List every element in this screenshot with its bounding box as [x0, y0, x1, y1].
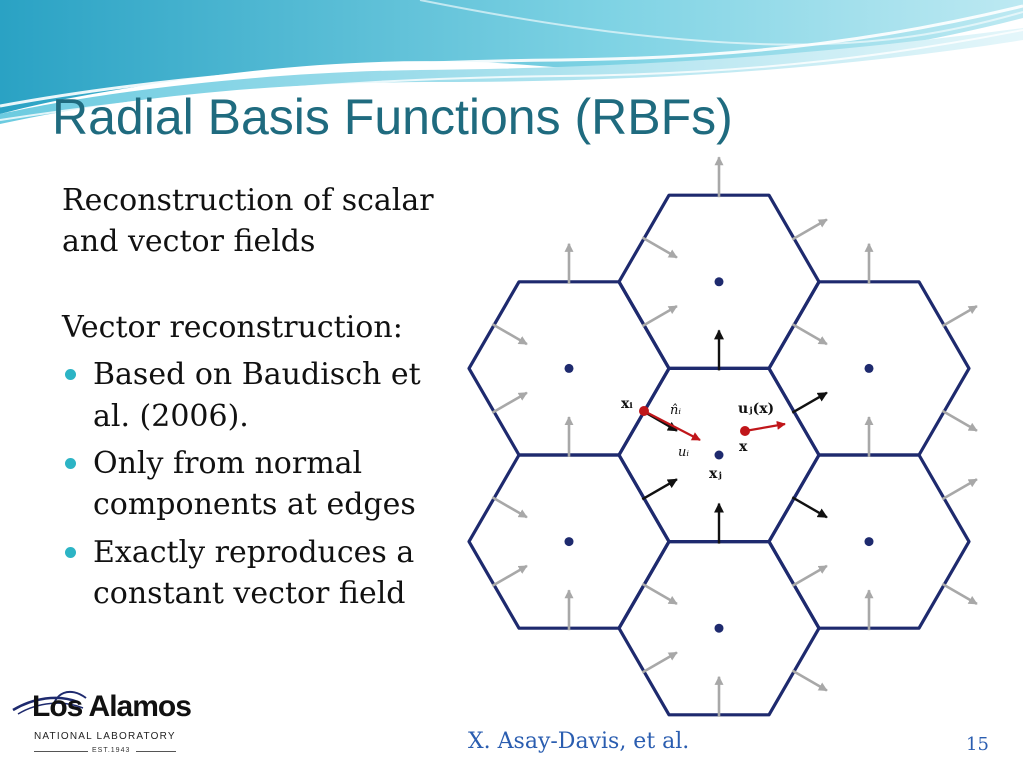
intro-paragraph: Reconstruction of scalar and vector fiel… [62, 183, 434, 260]
edge-normal-arrows [491, 156, 978, 717]
edge-normal-arrow-dark [791, 496, 828, 519]
edge-normal-arrow [491, 391, 528, 414]
edge-normal-arrow [641, 651, 678, 674]
edge-normal-arrow [941, 304, 978, 328]
edge-normal-arrow [491, 496, 528, 519]
page-number: 15 [966, 734, 989, 755]
logo-subtitle: NATIONAL LABORATORY [34, 731, 176, 742]
edge-normal-arrow [791, 218, 828, 241]
hexagon-cell [767, 453, 971, 630]
hexagonal-mesh-diagram: xᵢ n̂ᵢ uᵢ xⱼ uⱼ(x) x [467, 156, 978, 717]
label-x-i: xᵢ [621, 396, 633, 412]
edge-normal-arrow-dark [641, 478, 678, 501]
slide-title: Radial Basis Functions (RBFs) [52, 89, 733, 145]
logo-name: Los Alamos [32, 690, 192, 723]
point-xi-dot [639, 406, 649, 416]
edge-normal-arrow [791, 669, 828, 692]
edge-normal-arrow [641, 582, 678, 606]
cell-center-dot [714, 450, 724, 460]
cell-center-dot [714, 277, 724, 287]
label-x: x [739, 439, 748, 455]
logo-divider [136, 751, 176, 752]
edge-normal-arrow [791, 564, 828, 588]
cell-center-dot [864, 537, 874, 547]
edge-normal-arrow [641, 304, 678, 328]
center-cell-arrows [641, 329, 828, 544]
logo-swoosh-icon [12, 690, 87, 715]
cell-centers [564, 277, 874, 633]
edge-normal-arrow [941, 582, 978, 606]
edge-normal-arrow [941, 478, 978, 501]
point-x-dot [740, 426, 750, 436]
bullet-list: Based on Baudisch et al. (2006). Only fr… [62, 354, 452, 614]
bullet-item: Based on Baudisch et al. (2006). [62, 354, 452, 437]
edge-normal-arrow [941, 409, 978, 432]
header-wave-decoration [0, 0, 1023, 124]
cell-center-dot [564, 363, 574, 373]
bullet-item: Exactly reproduces a constant vector fie… [62, 532, 452, 615]
cell-center-dot [564, 537, 574, 547]
author-credit: X. Asay-Davis, et al. [468, 729, 690, 754]
edge-normal-arrow [641, 236, 678, 259]
cell-center-dot [864, 363, 874, 373]
bullet-item: Only from normal components at edges [62, 443, 452, 526]
hexagon-cells [467, 193, 971, 717]
edge-normal-arrow [491, 564, 528, 588]
edge-normal-arrow-dark [791, 391, 828, 414]
logo-divider [34, 751, 88, 752]
hexagon-cell [467, 453, 671, 630]
logo-established: EST.1943 [92, 747, 131, 754]
edge-normal-arrow [491, 322, 528, 346]
vector-arrow-ui [643, 410, 701, 441]
vector-arrow-ujx [744, 420, 786, 433]
subheading: Vector reconstruction: [62, 309, 403, 345]
label-u-i: uᵢ [678, 445, 689, 460]
label-n-hat-i: n̂ᵢ [670, 403, 681, 418]
reconstruction-vectors [639, 406, 786, 441]
label-u-j-x: uⱼ(x) [738, 401, 774, 417]
cell-center-dot [714, 623, 724, 633]
label-x-j: xⱼ [709, 466, 722, 482]
edge-normal-arrow [791, 322, 828, 346]
body-text: Reconstruction of scalar and vector fiel… [62, 180, 452, 621]
los-alamos-logo: Los Alamos NATIONAL LABORATORY EST.1943 [8, 680, 192, 770]
